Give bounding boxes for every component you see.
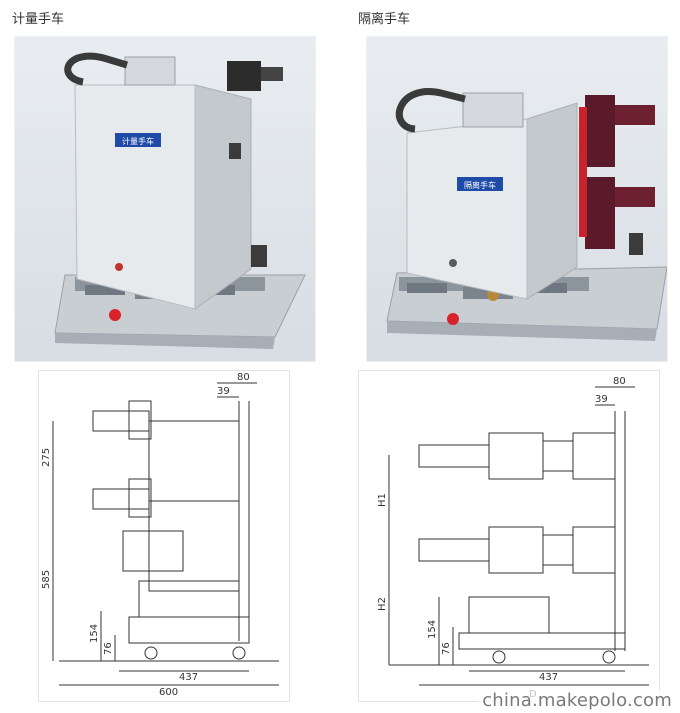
rear-bracket [629, 233, 643, 255]
lower-contact-insulator [585, 177, 615, 249]
lower-contact-arm [418, 538, 490, 562]
dim-label-600: 600 [159, 687, 178, 698]
indicator-dot [115, 263, 123, 271]
label-plate-text: 计量手车 [122, 136, 154, 146]
caption-metering-truck: 计量手车 [12, 12, 65, 27]
isolation-truck-dimension-drawing: 80 39 H1 H2 154 76 437 D [377, 376, 649, 700]
upper-bushing [572, 432, 616, 480]
base-tray-front [387, 321, 657, 341]
dim-label-H1: H1 [377, 493, 388, 507]
dim-label-80: 80 [613, 376, 626, 387]
dim-label-39: 39 [217, 386, 230, 397]
pt-unit [122, 530, 184, 572]
lower-contact [229, 143, 241, 159]
dim-label-80: 80 [237, 372, 250, 383]
wheel-rear [602, 650, 616, 664]
red-strip [579, 107, 587, 237]
label-plate [115, 133, 161, 147]
upper-contact-box [227, 61, 261, 91]
upper-contact-housing [488, 432, 544, 480]
dim-label-154: 154 [89, 624, 100, 643]
metering-truck-illustration: 计量手车 [54, 52, 306, 349]
dim-label-154: 154 [427, 620, 438, 639]
dim-label-76: 76 [441, 642, 452, 655]
dim-label-437: 437 [179, 672, 198, 683]
cabinet-side [526, 102, 578, 300]
upper-contact-arm [261, 67, 283, 81]
cable-hose [64, 52, 129, 86]
red-knob [109, 309, 121, 321]
cabinet-front [406, 118, 528, 300]
lower-bushing [572, 526, 616, 574]
caption-isolation-truck: 隔离手车 [358, 12, 411, 27]
lower-contact-arm [92, 488, 150, 510]
upper-body [148, 420, 240, 502]
red-knob [447, 313, 459, 325]
upper-contact-arm [418, 444, 490, 468]
base-tray-front [55, 333, 275, 349]
dim-label-275: 275 [41, 448, 52, 467]
metering-truck-dimension-drawing: 80 39 275 585 154 76 437 600 [41, 372, 279, 698]
upper-contact-arm [92, 410, 150, 432]
upper-contact-arm [615, 105, 655, 125]
metering-truck-photo: 计量手车 [14, 36, 316, 362]
watermark: china.makepolo.com [478, 690, 676, 711]
upper-insulator [542, 440, 574, 472]
wheel-front [492, 650, 506, 664]
top-mechanism [462, 92, 524, 128]
dim-label-585: 585 [41, 570, 52, 589]
lower-box [468, 596, 550, 634]
label-plate-text: 隔离手车 [464, 180, 496, 190]
cable-hose [395, 88, 466, 133]
dim-label-H2: H2 [377, 597, 388, 611]
middle-body [148, 500, 240, 592]
cabinet-side [194, 84, 252, 310]
label-plate [457, 177, 503, 191]
indicator-dot [449, 259, 457, 267]
isolation-truck-drawing: 80 39 H1 H2 154 76 437 D [358, 370, 660, 702]
metering-truck-drawing: 80 39 275 585 154 76 437 600 [38, 370, 290, 702]
lower-contact-housing [488, 526, 544, 574]
wheel-front [144, 646, 158, 660]
truck-base [458, 632, 626, 650]
dim-label-39: 39 [595, 394, 608, 405]
lower-contact-housing [128, 478, 152, 518]
truck-base [128, 616, 250, 644]
upper-contact-insulator [585, 95, 615, 167]
lower-box [138, 580, 240, 618]
dim-label-76: 76 [103, 642, 114, 655]
wheel-rear [232, 646, 246, 660]
isolation-truck-photo: 隔离手车 [366, 36, 668, 362]
cabinet-front [74, 84, 196, 310]
top-mechanism [124, 56, 176, 86]
lower-insulator [542, 534, 574, 566]
upper-contact-housing [128, 400, 152, 440]
isolation-truck-illustration: 隔离手车 [386, 88, 667, 341]
rear-bracket [251, 245, 267, 267]
dim-label-437: 437 [539, 672, 558, 683]
lower-contact-arm [615, 187, 655, 207]
